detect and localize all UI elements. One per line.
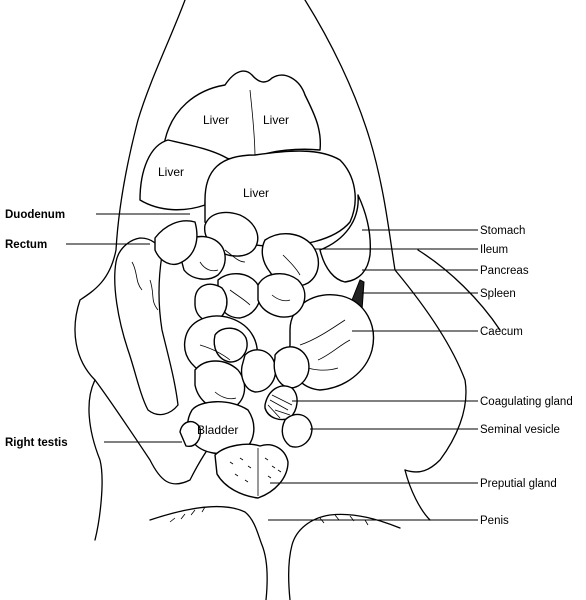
seminal-vesicle-label: Seminal vesicle — [480, 424, 560, 436]
right-testis-label: Right testis — [5, 437, 68, 449]
intestines — [179, 211, 319, 411]
liver-label-left: Liver — [158, 165, 184, 179]
seminal-vesicle — [281, 413, 313, 448]
coagulating-gland — [264, 385, 298, 421]
coagulating-gland-label: Coagulating gland — [480, 396, 573, 408]
body-outline — [74, 0, 501, 541]
spleen-label: Spleen — [480, 288, 516, 300]
rectum — [154, 220, 198, 266]
penis-region — [149, 505, 401, 600]
bladder-label: Bladder — [197, 423, 238, 437]
duodenum-label: Duodenum — [5, 209, 65, 221]
stomach-label: Stomach — [480, 225, 525, 237]
stomach — [319, 194, 372, 283]
right-testis — [179, 421, 202, 447]
liver-label-upper-right: Liver — [263, 113, 289, 127]
pancreas-label: Pancreas — [480, 265, 529, 277]
liver-label-center: Liver — [243, 186, 269, 200]
preputial-gland-label: Preputial gland — [480, 478, 557, 490]
ileum-label: Ileum — [480, 244, 508, 256]
left-flank — [114, 237, 179, 416]
caecum-label: Caecum — [480, 326, 523, 338]
caecum — [288, 294, 375, 391]
preputial-gland — [214, 443, 289, 499]
liver-label-upper-left: Liver — [203, 113, 229, 127]
penis-label: Penis — [480, 515, 509, 527]
rectum-label: Rectum — [5, 239, 47, 251]
